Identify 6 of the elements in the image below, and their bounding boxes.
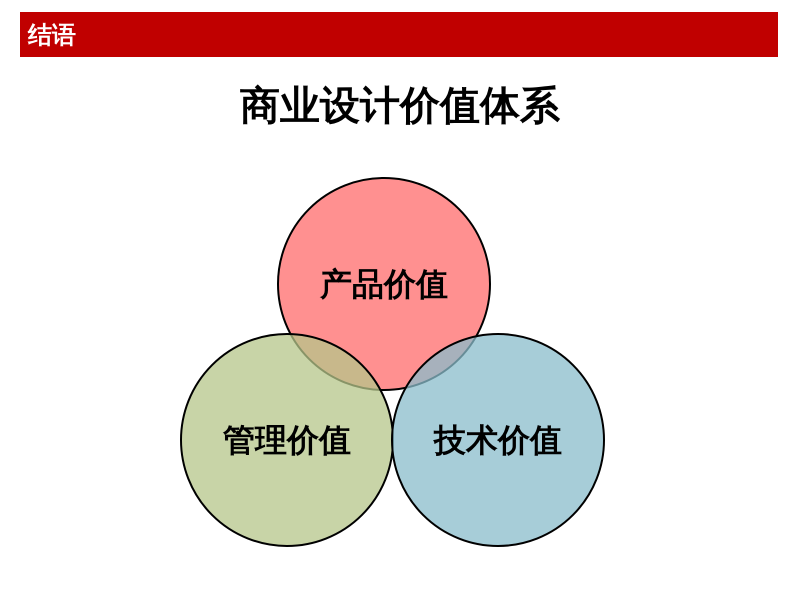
circle-label: 技术价值 — [434, 420, 562, 461]
circle-label: 管理价值 — [223, 420, 351, 461]
header-bar — [20, 12, 778, 57]
header-text: 结语 — [28, 20, 76, 50]
title: 商业设计价值体系 — [239, 82, 561, 131]
circle-label: 产品价值 — [320, 264, 448, 305]
